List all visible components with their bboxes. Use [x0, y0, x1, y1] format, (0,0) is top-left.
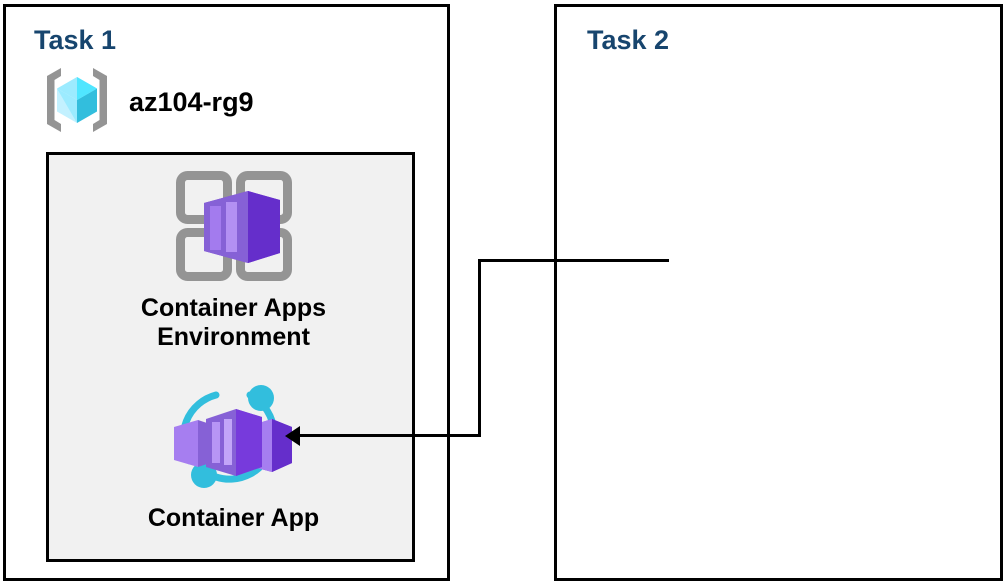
resource-group-row: az104-rg9: [39, 64, 254, 141]
node-label-container-apps-environment: Container Apps Environment: [140, 294, 327, 351]
task1-title: Task 1: [34, 25, 117, 55]
task2-title: Task 2: [587, 25, 670, 55]
connector-segment-vertical: [478, 259, 481, 437]
node-container-app: Container App: [49, 375, 418, 533]
resource-group-icon: [39, 64, 115, 141]
node-container-apps-environment: Container Apps Environment: [49, 167, 418, 352]
connector-segment-bottom: [296, 434, 481, 437]
resource-group-name: az104-rg9: [129, 87, 254, 117]
container-apps-environment-icon: [170, 167, 298, 290]
arrow-left-icon: [285, 426, 300, 446]
task-panel-task2: Task 2: [554, 4, 1003, 581]
connector-segment-top: [478, 259, 669, 262]
node-label-container-app: Container App: [147, 504, 320, 532]
task-panel-task1: Task 1 az104-rg9: [3, 4, 450, 581]
task1-inner-box: Container Apps Environment: [46, 152, 415, 562]
